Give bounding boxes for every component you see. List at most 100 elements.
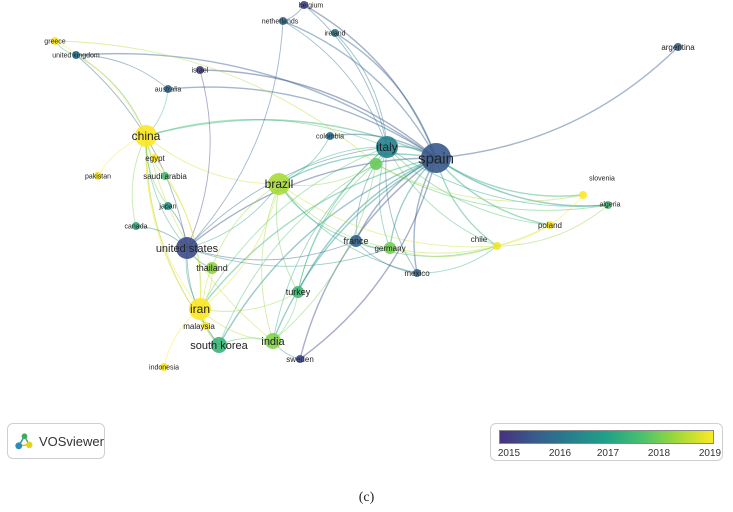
link-india-unlabeled-hub [272,163,377,342]
label-germany: germany [374,244,405,253]
link-spain-brazil [278,153,437,185]
link-china-brazil [145,135,280,185]
link-spain-sweden [299,157,437,360]
link-spain-united-states [186,157,437,249]
link-mexico-chile [416,245,498,274]
label-algeria: algeria [599,201,620,208]
node-canada[interactable] [132,222,140,230]
node-turkey[interactable] [292,286,304,298]
node-slovenia[interactable] [579,191,587,199]
node-spain[interactable] [421,143,451,173]
link-unlabeled-hub-greece [54,40,377,165]
label-malaysia: malaysia [183,322,215,331]
network-nodes [51,1,682,371]
node-thailand[interactable] [206,262,218,274]
node-colombia[interactable] [326,132,334,140]
node-ireland[interactable] [331,29,339,37]
link-australia-united-kingdom [75,54,169,90]
node-indonesia[interactable] [160,363,168,371]
node-saudi-arabia[interactable] [161,172,169,180]
label-greece: greece [44,38,66,45]
link-brazil-turkey [276,183,299,293]
link-france-mexico [355,240,418,274]
link-chile-slovenia [496,194,584,247]
node-malaysia[interactable] [202,322,210,330]
label-colombia: colombia [316,133,344,140]
link-unlabeled-hub-turkey [297,163,377,293]
node-japan[interactable] [164,202,172,210]
node-germany[interactable] [384,242,396,254]
link-united-states-germany [186,247,391,267]
label-turkey: turkey [286,287,311,297]
link-germany-poland [389,224,551,254]
node-india[interactable] [265,333,281,349]
link-italy-algeria [386,146,609,207]
figure-caption: (c) [358,490,375,505]
label-italy: italy [376,140,397,154]
link-china-malaysia [145,135,207,327]
node-pakistan[interactable] [94,172,102,180]
node-unlabeled-hub[interactable] [370,158,382,170]
link-brazil-india [261,183,280,342]
link-china-united-kingdom [75,54,147,137]
node-netherlands[interactable] [279,17,287,25]
node-brazil[interactable] [268,173,290,195]
label-china: china [132,129,161,143]
node-argentina[interactable] [674,43,682,51]
label-chile: chile [471,235,488,244]
network-links [54,4,679,368]
legend-tick-2017: 2017 [596,448,620,459]
node-poland[interactable] [546,221,554,229]
year-color-legend: 2015 2016 2017 2018 2019 [490,423,723,461]
node-greece[interactable] [51,37,59,45]
link-sweden-spain [299,157,437,360]
link-germany-chile [389,245,498,258]
link-spain-netherlands [282,20,437,159]
node-algeria[interactable] [604,201,612,209]
label-belgium: belgium [299,2,324,9]
link-spain-algeria [435,157,609,207]
node-israel[interactable] [196,66,204,74]
node-mexico[interactable] [413,269,421,277]
node-united-kingdom[interactable] [72,51,80,59]
node-australia[interactable] [164,85,172,93]
link-spain-argentina [435,46,679,159]
link-china-south-korea [145,135,220,346]
node-france[interactable] [350,235,362,247]
node-united-states[interactable] [176,237,198,259]
label-sweden: sweden [286,355,314,364]
link-italy-iran [199,146,388,310]
link-spain-iran [199,157,437,310]
node-china[interactable] [135,125,157,147]
node-italy[interactable] [376,136,398,158]
vosviewer-logo[interactable]: VOSviewer [7,423,105,459]
node-south-korea[interactable] [211,337,227,353]
node-sweden[interactable] [296,355,304,363]
label-mexico: mexico [404,269,430,278]
node-iran[interactable] [189,298,211,320]
label-thailand: thailand [196,263,228,273]
label-saudi-arabia: saudi arabia [143,172,187,181]
link-united-states-netherlands [186,20,284,249]
label-egypt: egypt [145,154,165,163]
link-italy-belgium [303,4,388,148]
link-chile-algeria [496,204,609,247]
label-india: india [261,336,285,348]
link-italy-ireland [334,32,388,148]
node-chile[interactable] [493,242,501,250]
legend-tick-2018: 2018 [647,448,671,459]
legend-tick-2019: 2019 [698,448,722,459]
link-iran-brazil [199,183,280,310]
link-iran-saudi-arabia [164,175,202,310]
node-belgium[interactable] [300,1,308,9]
link-china-iran [145,135,201,310]
link-unlabeled-hub-algeria [375,163,609,211]
label-iran: iran [190,302,210,316]
label-united-kingdom: united kingdom [52,52,100,59]
label-poland: poland [538,221,562,230]
link-united-states-south-korea [186,247,220,346]
node-egypt[interactable] [151,154,159,162]
link-italy-china [145,119,388,148]
